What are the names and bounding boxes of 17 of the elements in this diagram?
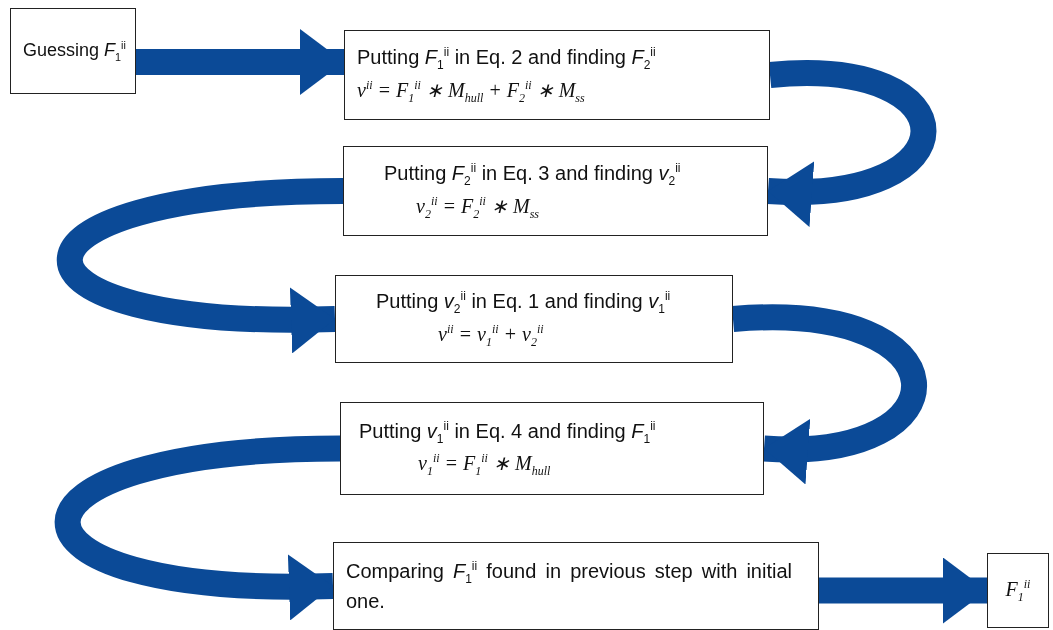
curved-block-arrow [767,60,937,225]
process-box [340,402,764,495]
formula: v$^{ii}$ = F$_{1}$$^{ii}$ ∗ M$_{hull}$ + F$_{2}$$^{ii}$ ∗ M$_{ss}$ [357,77,586,106]
formula: v$_{2}$$^{ii}$ = F$_{2}$$^{ii}$ ∗ M$_{ss}$ [415,193,540,222]
curved-block-arrow [136,29,344,95]
formula: v$_{1}$$^{ii}$ = F$_{1}$$^{ii}$ ∗ M$_{hull}$ [417,451,552,480]
process-box [10,8,136,94]
curved-block-arrow [57,178,344,352]
process-box [333,542,819,630]
process-box [343,146,768,236]
step-text: Comparing F$_{1}$$^{ii}$ found in previous step with initial one. [346,558,793,614]
curved-block-arrow [55,435,341,619]
curved-block-arrow [732,304,927,482]
process-box [344,30,770,120]
process-box [335,275,733,363]
process-box [987,553,1049,628]
curved-block-arrow [819,557,987,624]
